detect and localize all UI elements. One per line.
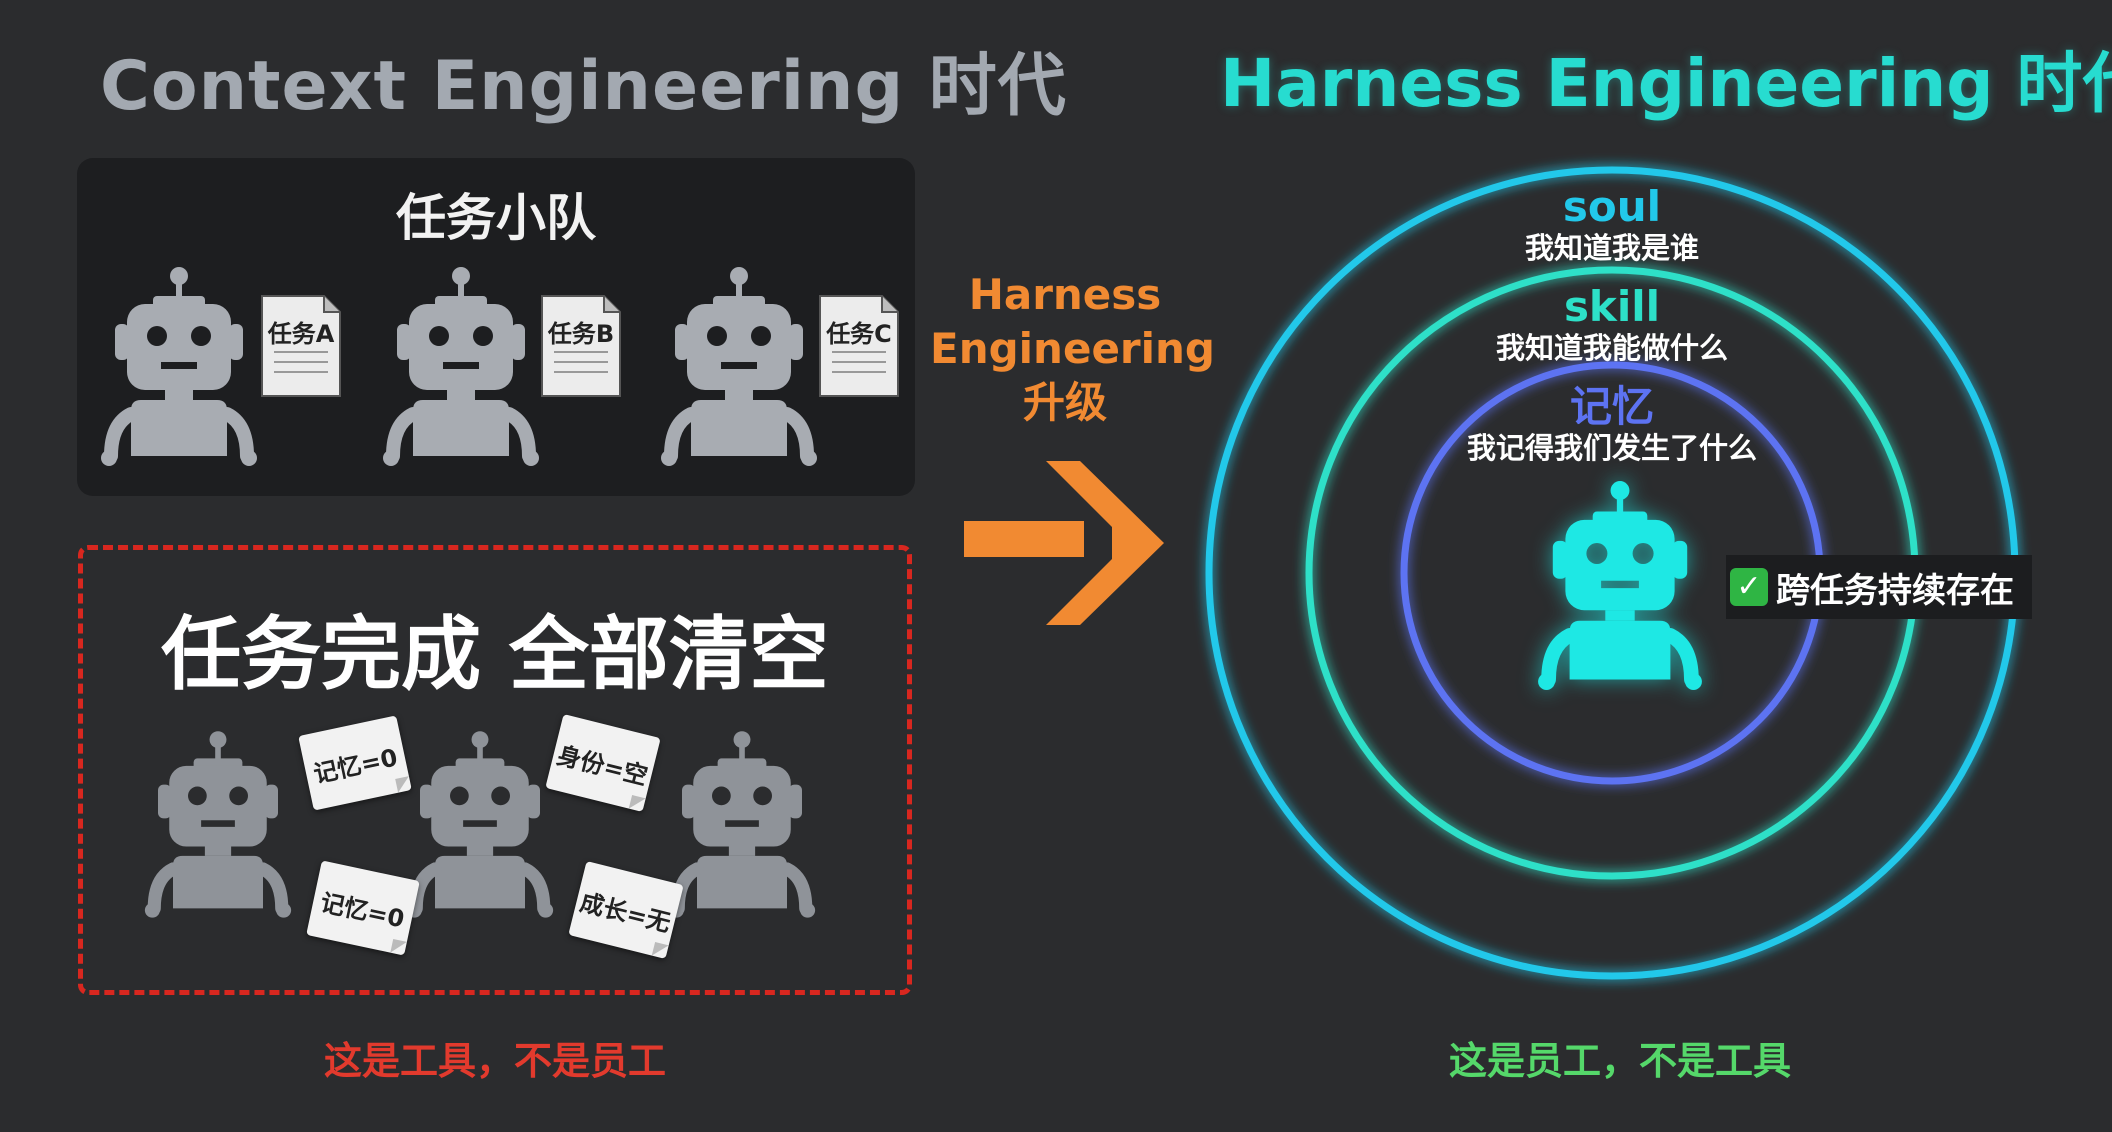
skill-title: skill — [1563, 282, 1661, 331]
document-icon: 任务C — [818, 294, 900, 398]
harness-engineering-title: Harness Engineering 时代 — [1220, 45, 2112, 122]
persist-label: 跨任务持续存在 — [1776, 570, 2014, 611]
identity-empty-tag: 身份=空 — [545, 714, 661, 812]
soul-title: soul — [1562, 182, 1662, 231]
memory-zero-tag: 记忆=0 — [306, 860, 420, 956]
memory-title: 记忆 — [1569, 382, 1654, 431]
document-icon: 任务A — [260, 294, 342, 398]
skill-ring-label: skill 我知道我能做什么 — [1412, 282, 1812, 366]
skill-subtitle: 我知道我能做什么 — [1495, 331, 1728, 365]
task-complete-clear-box: 任务完成 全部清空 记忆=0 身份=空 记忆=0 成长=无 — [78, 545, 912, 995]
memory-subtitle: 我记得我们发生了什么 — [1466, 431, 1757, 465]
context-engineering-title: Context Engineering 时代 — [100, 47, 1067, 126]
task-a-label: 任务A — [267, 320, 335, 348]
robot-icon — [659, 266, 819, 466]
memory-ring-label: 记忆 我记得我们发生了什么 — [1412, 382, 1812, 466]
robot-icon — [1530, 480, 1710, 690]
soul-ring-label: soul 我知道我是谁 — [1412, 182, 1812, 266]
persist-across-tasks-badge: ✓ 跨任务持续存在 — [1726, 555, 2032, 619]
task-b-label: 任务B — [547, 320, 615, 348]
tool-not-employee-caption: 这是工具，不是员工 — [323, 1039, 666, 1083]
robot-icon — [381, 266, 541, 466]
employee-not-tool-caption: 这是员工，不是工具 — [1448, 1039, 1791, 1083]
robot-icon — [667, 730, 817, 918]
document-icon: 任务B — [540, 294, 622, 398]
soul-subtitle: 我知道我是谁 — [1524, 231, 1699, 265]
memory-zero-tag: 记忆=0 — [298, 715, 412, 811]
check-icon: ✓ — [1730, 568, 1768, 606]
robot-icon — [143, 730, 293, 918]
arrow-right-icon — [964, 461, 1164, 625]
task-c-label: 任务C — [826, 320, 892, 348]
task-team-panel: 任务小队 任务A 任务B 任务C — [77, 158, 915, 496]
task-team-title: 任务小队 — [396, 189, 596, 247]
clear-title: 任务完成 全部清空 — [161, 608, 829, 701]
robot-icon — [99, 266, 259, 466]
robot-icon — [405, 730, 555, 918]
upgrade-label: Harness Engineering 升级 — [930, 270, 1215, 427]
